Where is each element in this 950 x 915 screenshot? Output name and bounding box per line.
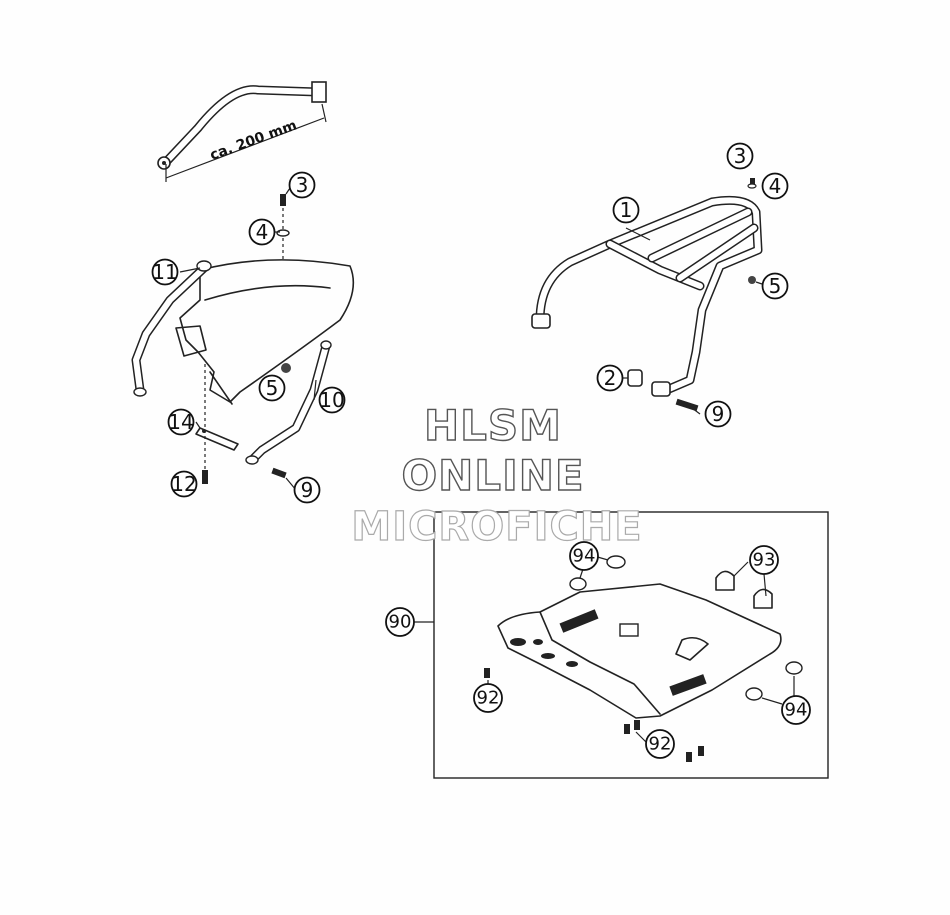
svg-text:9: 9: [301, 478, 314, 502]
svg-text:5: 5: [769, 274, 782, 298]
svg-text:11: 11: [152, 260, 177, 284]
callout-14: 14: [167, 408, 195, 436]
skid-plate-frame: [433, 511, 829, 779]
svg-text:14: 14: [168, 410, 193, 434]
callout-94-top: 94: [569, 541, 599, 571]
svg-text:92: 92: [649, 734, 672, 755]
svg-text:3: 3: [296, 173, 309, 197]
svg-text:9: 9: [712, 402, 725, 426]
fender-strut-11: [131, 260, 212, 397]
svg-text:94: 94: [573, 546, 596, 567]
bent-tube-detail: ca. 200 mm: [157, 81, 327, 182]
skid-plate: [497, 583, 782, 719]
fender-strut-10: [245, 340, 332, 465]
callout-5-right: 5: [761, 272, 789, 300]
callout-5-left: 5: [258, 374, 286, 402]
svg-text:90: 90: [389, 612, 412, 633]
svg-text:94: 94: [785, 700, 808, 721]
callout-92-left: 92: [473, 683, 503, 713]
dimension-label: ca. 200 mm: [208, 118, 299, 164]
callout-90: 90: [385, 607, 415, 637]
callout-3-right: 3: [726, 142, 754, 170]
svg-text:4: 4: [256, 220, 269, 244]
luggage-rack: [531, 178, 763, 412]
rear-fender: [175, 259, 355, 405]
svg-text:1: 1: [620, 198, 633, 222]
watermark-line-2: ONLINE: [401, 451, 584, 500]
callout-10: 10: [318, 386, 346, 414]
svg-text:2: 2: [604, 366, 617, 390]
callout-leaders: [179, 184, 795, 745]
callout-9-left: 9: [293, 476, 321, 504]
callout-3-left: 3: [288, 171, 316, 199]
callout-92-bottom: 92: [645, 729, 675, 759]
svg-text:92: 92: [477, 688, 500, 709]
svg-text:3: 3: [734, 144, 747, 168]
callout-2: 2: [596, 364, 624, 392]
callout-11: 11: [151, 258, 179, 286]
callout-4-right: 4: [761, 172, 789, 200]
callout-1: 1: [612, 196, 640, 224]
skid-hardware: [484, 555, 803, 762]
callout-94-bottom: 94: [781, 695, 811, 725]
svg-text:93: 93: [753, 550, 776, 571]
svg-text:10: 10: [319, 388, 344, 412]
callout-9-right: 9: [704, 400, 732, 428]
callout-93: 93: [749, 545, 779, 575]
watermark-line-1: HLSM: [424, 401, 562, 450]
svg-text:5: 5: [266, 376, 279, 400]
callout-4-left: 4: [248, 218, 276, 246]
watermark-line-3: MICROFICHE: [351, 504, 642, 550]
svg-text:12: 12: [171, 472, 196, 496]
svg-text:4: 4: [769, 174, 782, 198]
callout-12: 12: [170, 470, 198, 498]
bracket-14: [195, 427, 239, 451]
watermark: HLSM ONLINE MICROFICHE: [351, 400, 642, 550]
